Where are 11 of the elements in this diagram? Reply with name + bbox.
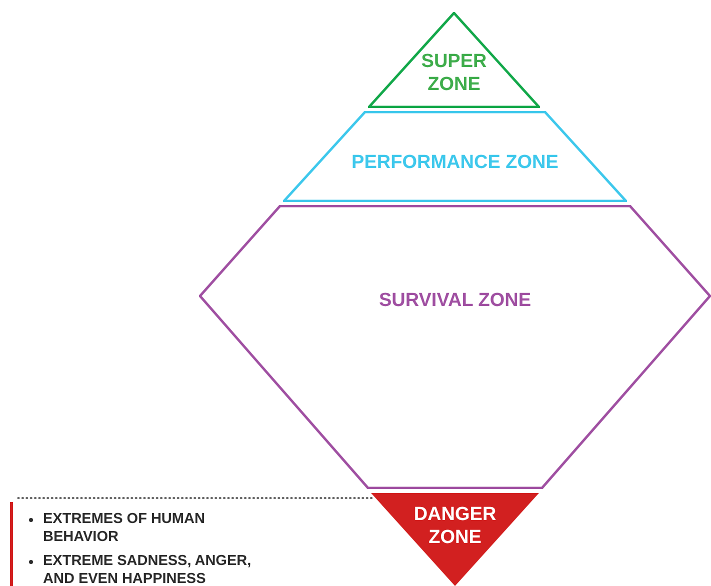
zone-trapezoid xyxy=(283,111,627,202)
zone-label: DANGER ZONE xyxy=(412,503,498,549)
bullet-text: EXTREME SADNESS, ANGER, AND EVEN HAPPINESS xyxy=(43,552,252,586)
leader-line xyxy=(17,497,374,499)
bullet-text: EXTREMES OF HUMAN BEHAVIOR xyxy=(43,510,206,546)
zone-label: SUPER ZONE xyxy=(420,50,488,96)
zone-triangle xyxy=(368,12,540,108)
zone-hexagon xyxy=(199,205,711,489)
zone-label: SURVIVAL ZONE xyxy=(378,289,532,312)
zone-triangle xyxy=(371,493,539,586)
zone-label: PERFORMANCE ZONE xyxy=(350,151,560,174)
